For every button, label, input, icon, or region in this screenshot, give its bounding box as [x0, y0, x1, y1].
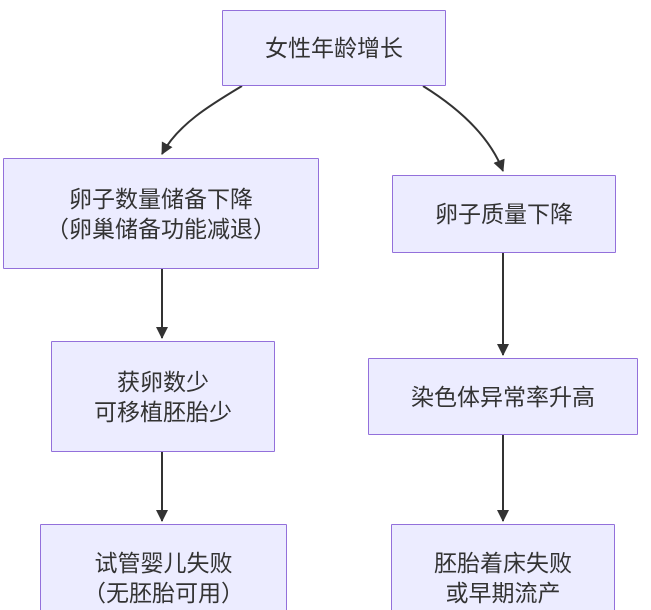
node-label-line2: 可移植胚胎少: [94, 398, 232, 425]
node-label-line2: （无胚胎可用）: [83, 580, 244, 606]
node-label-line2: （卵巢储备功能减退）: [46, 215, 276, 242]
node-ivf-failure: 试管婴儿失败 （无胚胎可用）: [40, 524, 287, 610]
node-label: 女性年龄增长: [265, 35, 403, 61]
node-label-line1: 胚胎着床失败: [434, 550, 572, 576]
edge-age-to-quantity-icon: [161, 85, 243, 155]
node-fewer-eggs-retrieved: 获卵数少 可移植胚胎少: [51, 341, 275, 452]
node-egg-quantity-decline: 卵子数量储备下降 （卵巢储备功能减退）: [3, 158, 319, 269]
node-label: 卵子质量下降: [435, 201, 573, 227]
node-implantation-failure-miscarriage: 胚胎着床失败 或早期流产: [391, 524, 615, 610]
node-female-age-increase: 女性年龄增长: [222, 10, 446, 86]
node-chromosome-abnormality-rise: 染色体异常率升高: [368, 358, 638, 435]
node-label-line1: 试管婴儿失败: [94, 550, 233, 576]
node-label-line1: 卵子数量储备下降: [69, 185, 253, 212]
node-label-line1: 获卵数少: [117, 368, 209, 395]
node-egg-quality-decline: 卵子质量下降: [392, 175, 616, 253]
node-label-line2: 或早期流产: [445, 580, 561, 606]
edge-age-to-quality-icon: [422, 85, 505, 172]
node-label: 染色体异常率升高: [411, 383, 595, 410]
